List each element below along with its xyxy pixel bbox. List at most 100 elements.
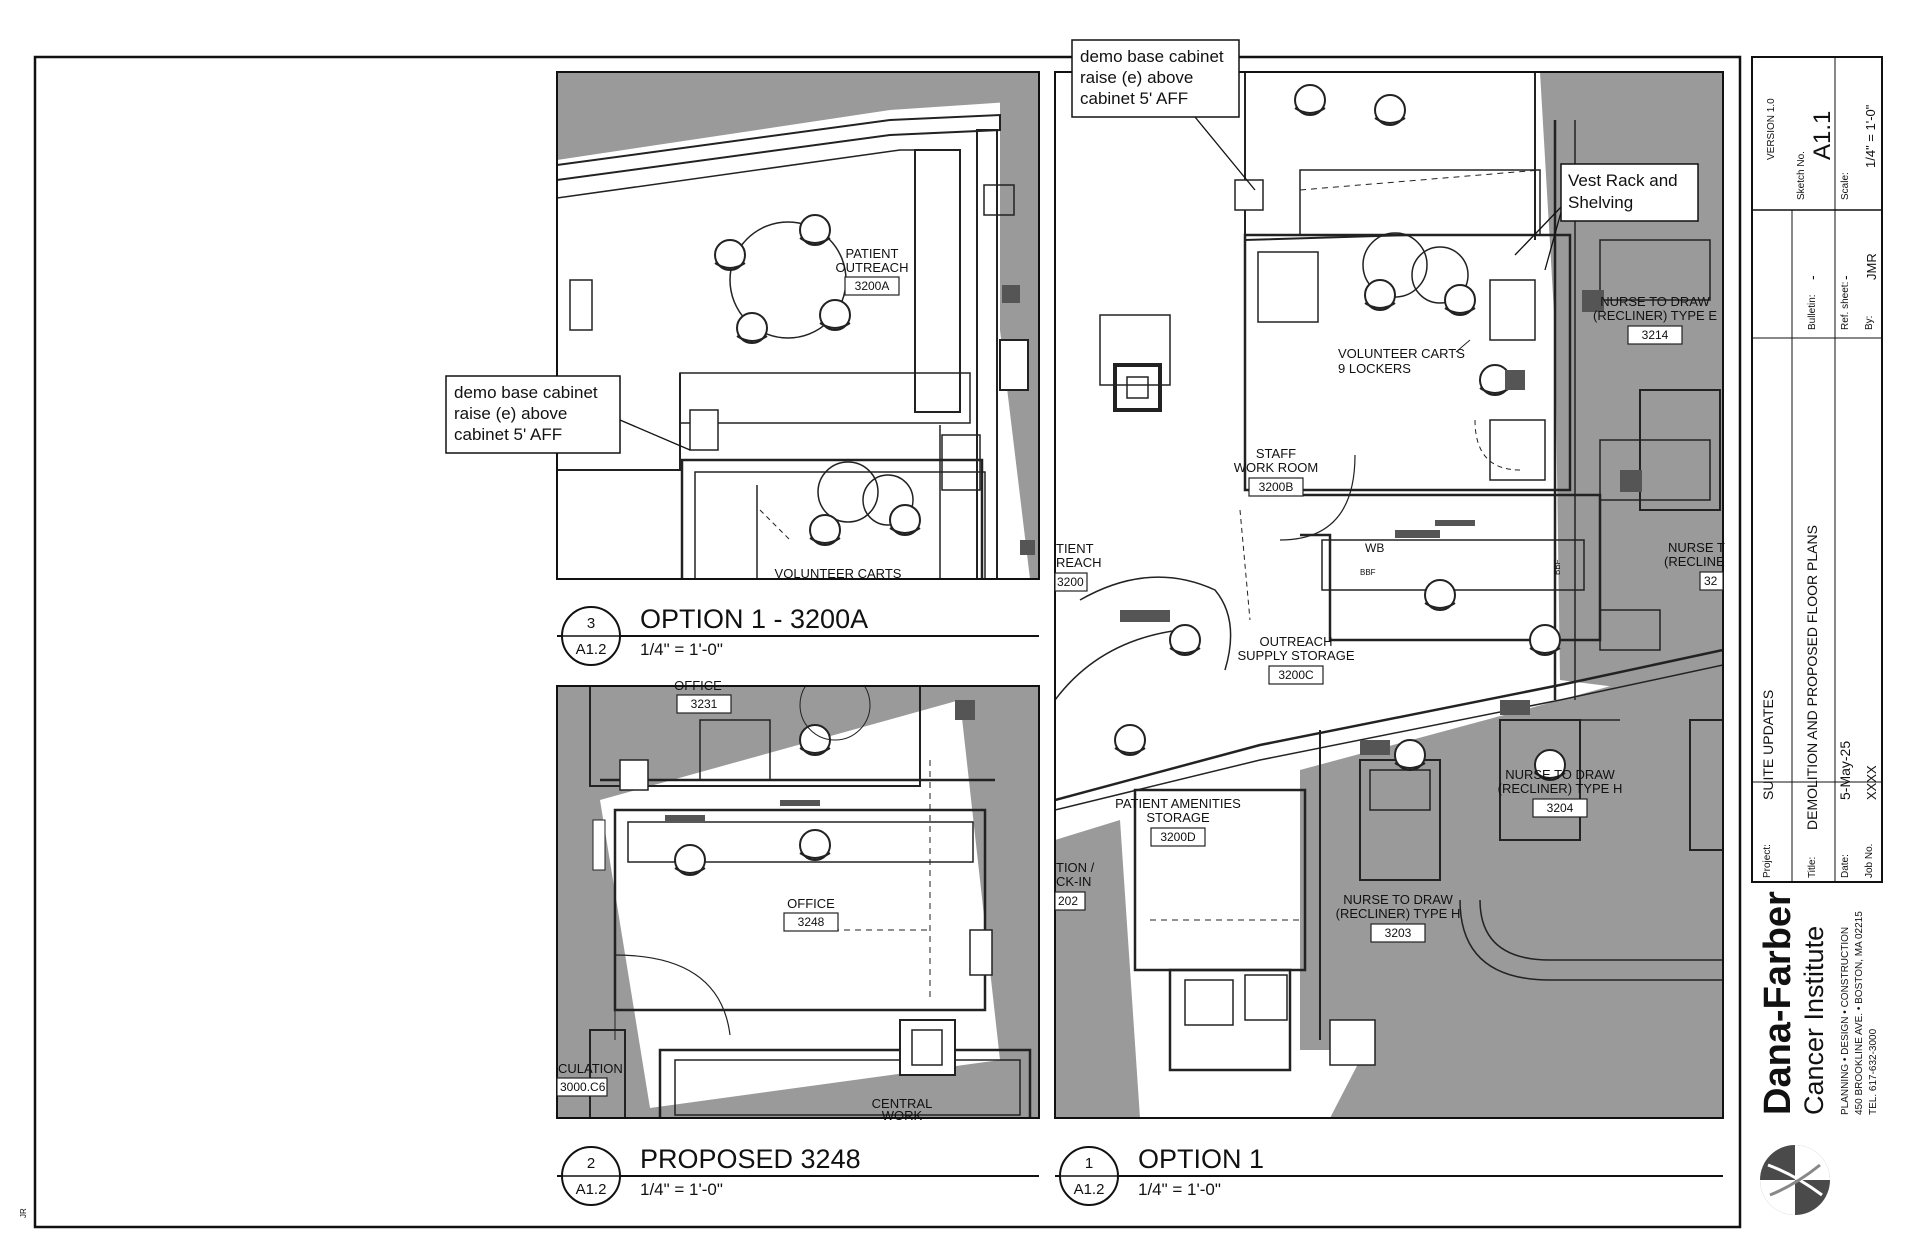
detail-title-1: 1 A1.2 OPTION 1 1/4" = 1'-0": [1055, 1144, 1723, 1206]
tb-project: SUITE UPDATES: [1760, 690, 1776, 800]
title-block: VERSION 1.0 Sketch No. A1.1 Scale: 1/4" …: [1751, 56, 1883, 883]
detail-number-3: 3: [587, 615, 595, 632]
callout-top-line1: demo base cabinet: [1080, 47, 1224, 66]
tb-by-label: By:: [1864, 316, 1875, 330]
room-tag-3214: [1627, 325, 1683, 345]
detail-title-text-3: OPTION 1 - 3200A: [640, 604, 868, 634]
callout-left-line3: cabinet 5' AFF: [454, 425, 562, 444]
room-number-outreach-partial: 3200: [1057, 575, 1084, 589]
plan-proposed-3248: [557, 686, 1039, 1118]
room-tag-3200d: [1150, 827, 1206, 847]
room-name-nurse-3214: NURSE TO DRAW: [1600, 294, 1710, 309]
room-type-nurse-3204: (RECLINER) TYPE H: [1498, 781, 1623, 796]
room-tag-nurse-partial: [1699, 571, 1724, 591]
label-bbf-2: BBF: [1553, 559, 1562, 575]
room-tag-3200b: [1248, 477, 1304, 497]
room-number-nurse-partial: 32: [1704, 574, 1718, 588]
room-number-3231: 3231: [691, 697, 718, 711]
tb-date-label: Date:: [1840, 854, 1851, 878]
plan-option1: [1055, 72, 1723, 1118]
tb-bulletin: -: [1804, 275, 1820, 280]
brand-logo-icon: [1760, 1145, 1830, 1215]
detail-scale-2: 1/4" = 1'-0": [640, 1180, 723, 1199]
margin-note: JR: [19, 1208, 28, 1218]
room-name-office-3231: OFFICE: [674, 678, 722, 693]
room-name-work: WORK: [882, 1108, 923, 1123]
detail-title-text-1: OPTION 1: [1138, 1144, 1264, 1174]
detail-sheet-3: A1.2: [576, 641, 607, 658]
room-tag-3204: [1532, 798, 1588, 818]
room-name-volunteer-carts: VOLUNTEER CARTS: [775, 566, 902, 581]
callout-top-line3: cabinet 5' AFF: [1080, 89, 1188, 108]
tb-scale-label: Scale:: [1840, 172, 1851, 200]
tb-title: DEMOLITION AND PROPOSED FLOOR PLANS: [1804, 525, 1820, 830]
detail-scale-3: 1/4" = 1'-0": [640, 640, 723, 659]
detail-number-1: 1: [1085, 1155, 1093, 1172]
tb-version: VERSION 1.0: [1766, 98, 1777, 160]
room-tag-3203: [1370, 923, 1426, 943]
callout-vest-line2: Shelving: [1568, 193, 1633, 212]
room-name-circulation: CULATION: [558, 1061, 623, 1076]
tb-bulletin-label: Bulletin:: [1807, 294, 1818, 330]
detail-number-2: 2: [587, 1155, 595, 1172]
label-volunteer-carts: VOLUNTEER CARTS: [1338, 346, 1465, 361]
callout-top-line2: raise (e) above: [1080, 68, 1193, 87]
room-name-nurse-partial: NURSE T: [1668, 540, 1725, 555]
brand-line1: PLANNING • DESIGN • CONSTRUCTION: [1840, 927, 1851, 1115]
room-name-central: CENTRAL: [872, 1096, 933, 1111]
room-number-3214: 3214: [1642, 328, 1669, 342]
tb-job-label: Job No.: [1864, 844, 1875, 878]
callout-left: demo base cabinet raise (e) above cabine…: [445, 375, 691, 454]
room-name-checkin-partial: CK-IN: [1056, 874, 1091, 889]
label-lockers: 9 LOCKERS: [1338, 361, 1411, 376]
room-tag-circulation: [556, 1077, 608, 1097]
tb-by: JMR: [1864, 253, 1879, 280]
room-name-patient-amenities: PATIENT AMENITIES: [1115, 796, 1241, 811]
brand-name: Dana-Farber: [1757, 891, 1799, 1115]
room-tag-outreach-partial: [1054, 572, 1088, 592]
room-number-3200c: 3200C: [1278, 668, 1314, 682]
callout-vest-line1: Vest Rack and: [1568, 171, 1678, 190]
detail-title-3: 3 A1.2 OPTION 1 - 3200A 1/4" = 1'-0": [557, 604, 1039, 666]
room-name-supply-storage: SUPPLY STORAGE: [1237, 648, 1354, 663]
tb-project-label: Project:: [1762, 844, 1773, 878]
callout-vest-rack: Vest Rack and Shelving: [1514, 163, 1699, 271]
tb-ref: -: [1837, 275, 1853, 280]
room-type-nurse-partial: (RECLINE: [1664, 554, 1725, 569]
room-tag-3200a: [844, 276, 900, 296]
room-name-office-3248: OFFICE: [787, 896, 835, 911]
room-type-nurse-3203: (RECLINER) TYPE H: [1336, 906, 1461, 921]
viewport-proposed-3248: [556, 685, 1040, 1119]
detail-sheet-2: A1.2: [576, 1181, 607, 1198]
room-type-nurse-3214: (RECLINER) TYPE E: [1593, 308, 1717, 323]
room-name-patient: PATIENT: [846, 246, 899, 261]
label-wb: WB: [1365, 541, 1384, 555]
tb-date: 5-May-25: [1837, 741, 1853, 800]
room-tag-3200c: [1268, 665, 1324, 685]
viewport-option1: [1054, 71, 1724, 1119]
callout-left-line1: demo base cabinet: [454, 383, 598, 402]
callout-top: demo base cabinet raise (e) above cabine…: [1071, 39, 1256, 191]
room-number-3248: 3248: [798, 915, 825, 929]
detail-scale-1: 1/4" = 1'-0": [1138, 1180, 1221, 1199]
room-tag-station-partial: [1054, 891, 1086, 911]
room-name-outreach-partial: TIENT: [1056, 541, 1094, 556]
plan-option1-3200a: [557, 72, 1039, 579]
room-tag-3248: [783, 912, 839, 932]
tb-sketch-number: A1.1: [1809, 111, 1836, 160]
room-name-reach-partial: REACH: [1056, 555, 1102, 570]
brand-subtitle: Cancer Institute: [1799, 926, 1829, 1115]
label-bbf-1: BBF: [1360, 568, 1376, 577]
tb-scale: 1/4" = 1'-0": [1863, 104, 1878, 168]
room-name-nurse-3204: NURSE TO DRAW: [1505, 767, 1615, 782]
tb-ref-label: Ref. sheet:: [1840, 282, 1851, 330]
room-number-3200d: 3200D: [1160, 830, 1196, 844]
room-number-3200b: 3200B: [1259, 480, 1294, 494]
tb-sketch-label: Sketch No.: [1796, 151, 1807, 200]
room-name-outreach: OUTREACH: [836, 260, 909, 275]
room-name-amenities-storage: STORAGE: [1146, 810, 1210, 825]
callout-left-line2: raise (e) above: [454, 404, 567, 423]
room-name-nurse-3203: NURSE TO DRAW: [1343, 892, 1453, 907]
